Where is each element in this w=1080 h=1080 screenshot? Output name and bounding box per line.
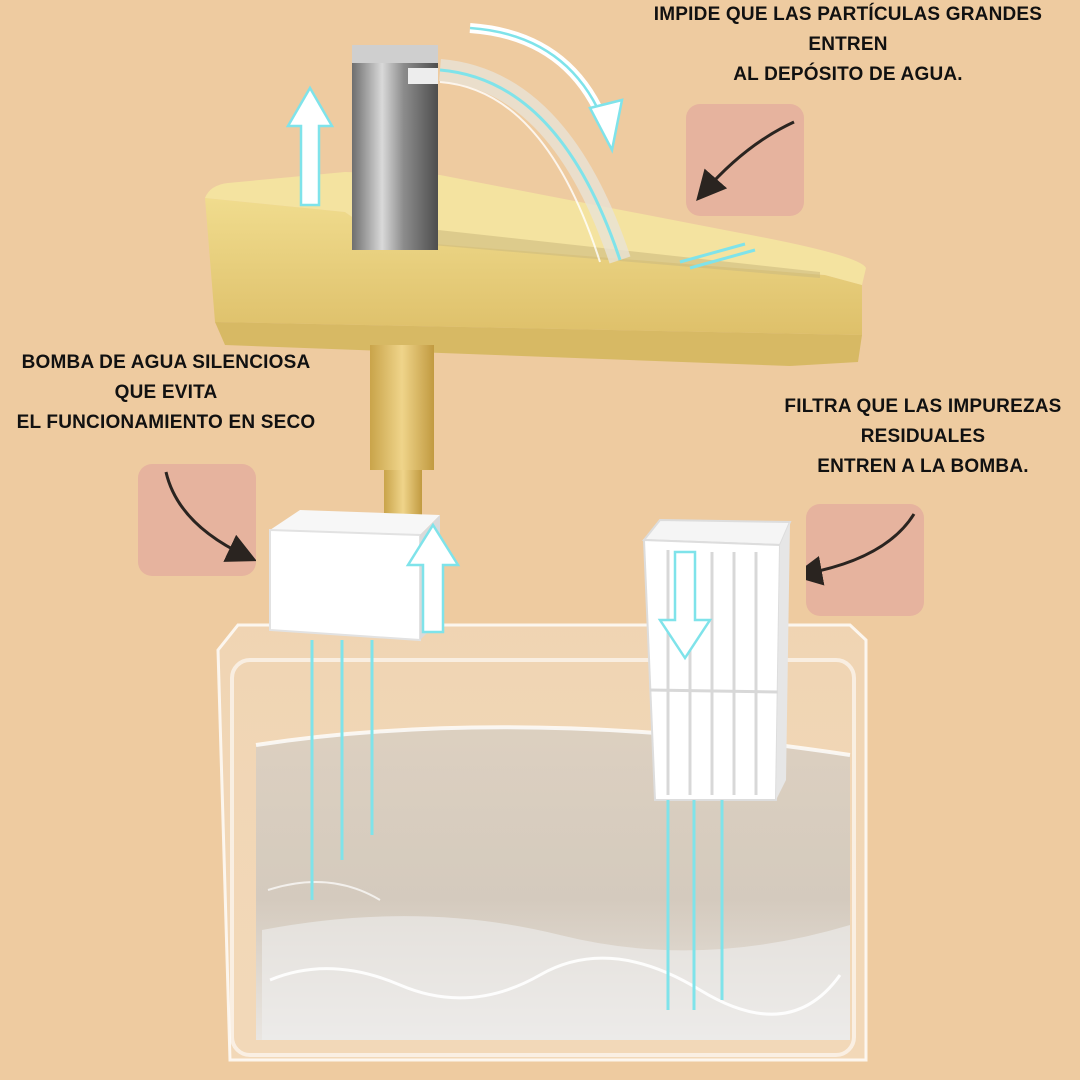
flow-up-arrow-left: [285, 85, 335, 207]
flow-lines: [310, 640, 724, 1010]
pointer-badge-right: [792, 504, 924, 616]
callout-prefilter: IMPIDE QUE LAS PARTÍCULAS GRANDES ENTREN…: [600, 0, 1080, 90]
callout-line: IMPIDE QUE LAS PARTÍCULAS GRANDES: [653, 4, 1043, 25]
callout-line: RESIDUALES: [860, 426, 986, 447]
curved-arrow-icon: [792, 513, 916, 586]
water-pump: [269, 510, 440, 642]
pointer-badge-top: [686, 104, 804, 216]
callout-line: FILTRA QUE LAS IMPUREZAS: [784, 396, 1062, 417]
callout-line: ENTREN: [808, 34, 888, 55]
callout-line: ENTREN A LA BOMBA.: [817, 456, 1029, 477]
callout-line: QUE EVITA: [114, 382, 218, 403]
callout-filter: FILTRA QUE LAS IMPUREZAS RESIDUALES ENTR…: [770, 392, 1076, 482]
callout-line: AL DEPÓSITO DE AGUA.: [733, 64, 963, 85]
pointer-badge-left: [138, 464, 257, 576]
filter-basket: [641, 518, 792, 801]
flow-curved-arrow: [469, 23, 624, 154]
flow-down-arrow-filter: [657, 550, 713, 661]
callout-line: EL FUNCIONAMIENTO EN SECO: [16, 412, 316, 433]
flow-up-arrow-pump: [405, 522, 461, 634]
callout-line: BOMBA DE AGUA SILENCIOSA: [21, 352, 311, 373]
pump-pipe: [370, 345, 434, 470]
callout-pump: BOMBA DE AGUA SILENCIOSA QUE EVITA EL FU…: [0, 348, 332, 438]
curved-arrow-icon: [164, 471, 257, 562]
curved-arrow-icon: [696, 120, 795, 202]
water-stream: [438, 59, 631, 264]
faucet-spout: [352, 45, 438, 250]
